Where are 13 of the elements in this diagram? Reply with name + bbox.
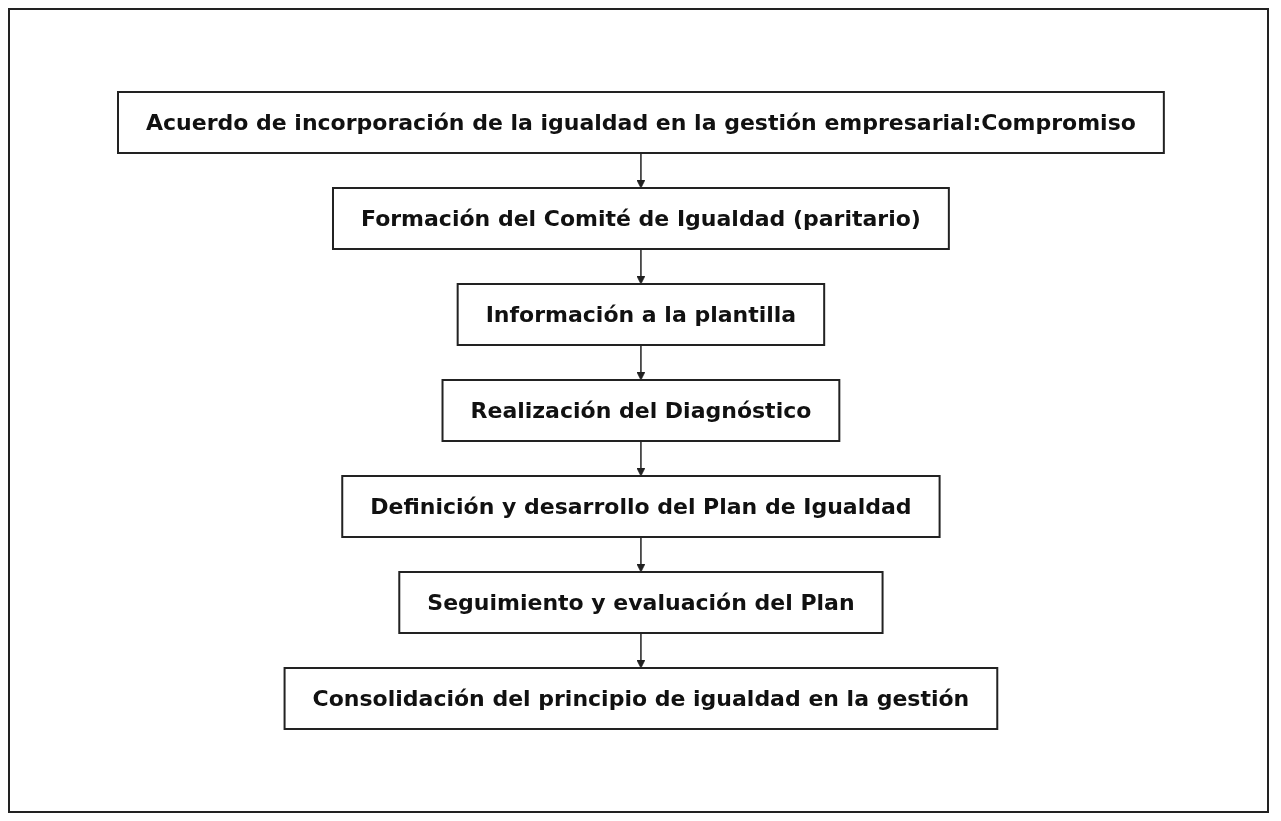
node-box: Realización del Diagnóstico <box>441 379 840 442</box>
node-box: Acuerdo de incorporación de la igualdad en la gestión empresarial:Compromiso <box>116 91 1165 154</box>
node-box: Información a la plantilla <box>456 283 825 346</box>
arrow <box>636 440 645 477</box>
node-box: Seguimiento y evaluación del Plan <box>397 571 884 634</box>
arrow <box>636 248 645 285</box>
node-box: Formación del Comité de Igualdad (paritario) <box>331 187 950 250</box>
arrow <box>636 536 645 573</box>
arrow <box>636 344 645 381</box>
node-box: Consolidación del principio de igualdad en la gestión <box>283 667 998 730</box>
arrow <box>636 632 645 669</box>
arrow <box>636 152 645 189</box>
node-box: Definición y desarrollo del Plan de Igualdad <box>340 475 941 538</box>
